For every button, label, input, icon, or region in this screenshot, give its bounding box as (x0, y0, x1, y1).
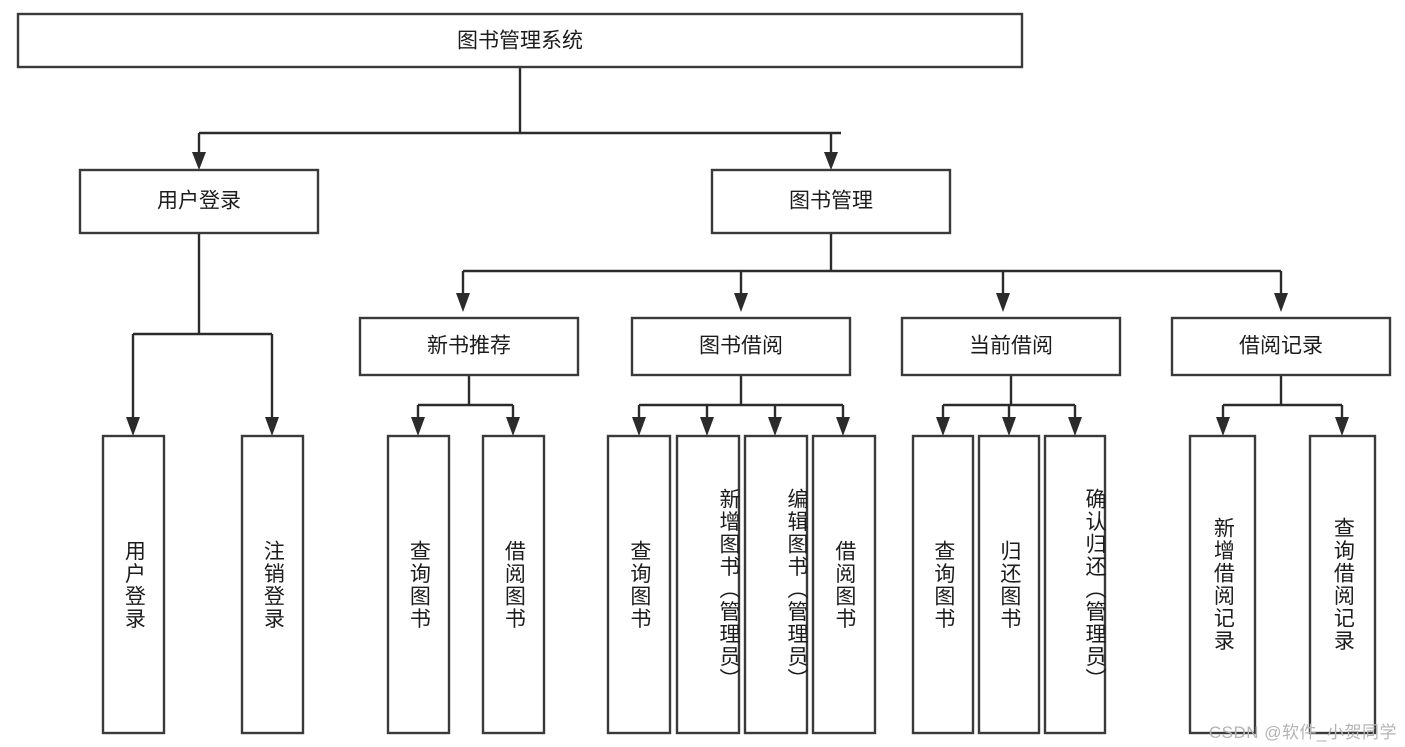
arrow-book-manage-c2 (734, 293, 748, 312)
arrow-user-login-leaf1 (126, 417, 140, 436)
connector-group-new-book-rec (411, 375, 520, 436)
node-leaf-user-logout-box[interactable] (240, 434, 305, 735)
node-book-manage-label: 图书管理 (789, 190, 873, 213)
node-borrow-record-label: 借阅记录 (1239, 335, 1323, 358)
node-new-book-rec-label: 新书推荐 (427, 335, 511, 358)
node-leaf-cur-confirm-return-box[interactable] (1043, 434, 1107, 735)
node-leaf-rec-query-book-box[interactable] (386, 434, 451, 735)
node-current-borrow[interactable]: 当前借阅 (900, 316, 1122, 377)
node-leaf-rec-add-record-box[interactable] (1188, 434, 1257, 735)
arrow-book-manage-c3 (996, 293, 1010, 312)
arrow-root-to-book-manage (824, 152, 838, 170)
node-book-borrow-label: 图书借阅 (699, 335, 783, 358)
arrow-newbook-l2 (506, 417, 520, 436)
node-leaf-cur-query-book-box[interactable] (911, 434, 975, 735)
node-root[interactable]: 图书管理系统 (16, 12, 1024, 69)
arrow-curborrow-l3 (1068, 417, 1082, 436)
connector-group-borrow-record (1216, 375, 1349, 436)
connector-group-current-borrow (936, 375, 1082, 436)
node-leaf-rec-borrow-book-box[interactable] (481, 434, 546, 735)
node-user-login-label: 用户登录 (157, 190, 241, 213)
connector-group-root (192, 67, 841, 170)
node-user-login[interactable]: 用户登录 (78, 168, 320, 235)
arrow-bookborrow-l1 (632, 417, 646, 436)
arrow-curborrow-l1 (936, 417, 950, 436)
arrow-borrowrec-l2 (1335, 417, 1349, 436)
node-leaf-user-login-box[interactable] (101, 434, 166, 735)
node-borrow-record[interactable]: 借阅记录 (1170, 316, 1392, 377)
node-leaf-borrow-edit-book-box[interactable] (743, 434, 809, 735)
node-book-manage-box[interactable] (710, 168, 952, 235)
node-leaf-borrow-query-book-box[interactable] (606, 434, 672, 735)
node-current-borrow-label: 当前借阅 (969, 335, 1053, 358)
arrow-root-to-user-login (192, 152, 206, 170)
arrow-user-login-leaf2 (265, 417, 279, 436)
node-book-manage[interactable]: 图书管理 (710, 168, 952, 235)
node-user-login-box[interactable] (78, 168, 320, 235)
node-leaf-borrow-borrow-book-box[interactable] (811, 434, 877, 735)
node-borrow-record-box[interactable] (1170, 316, 1392, 377)
arrow-book-manage-c1 (456, 293, 470, 312)
arrow-bookborrow-l3 (768, 417, 782, 436)
node-leaf-borrow-add-book-box[interactable] (675, 434, 741, 735)
connector-group-book-borrow (632, 375, 850, 436)
connector-group-book-manage (456, 233, 1288, 312)
csdn-watermark: CSDN @软件_小贺同学 (1208, 723, 1397, 742)
node-root-box[interactable] (16, 12, 1024, 69)
node-root-label: 图书管理系统 (457, 30, 583, 53)
node-book-borrow-box[interactable] (630, 316, 852, 377)
arrow-book-manage-c4 (1274, 293, 1288, 312)
node-book-borrow[interactable]: 图书借阅 (630, 316, 852, 377)
node-leaf-cur-return-book-box[interactable] (977, 434, 1041, 735)
connector-group-user-login (126, 233, 279, 436)
arrow-borrowrec-l1 (1216, 417, 1230, 436)
arrow-newbook-l1 (411, 417, 425, 436)
node-leaf-rec-query-record-box[interactable] (1308, 434, 1377, 735)
arrow-curborrow-l2 (1002, 417, 1016, 436)
node-current-borrow-box[interactable] (900, 316, 1122, 377)
arrow-bookborrow-l4 (836, 417, 850, 436)
node-new-book-rec-box[interactable] (358, 316, 580, 377)
arrow-bookborrow-l2 (700, 417, 714, 436)
node-new-book-rec[interactable]: 新书推荐 (358, 316, 580, 377)
